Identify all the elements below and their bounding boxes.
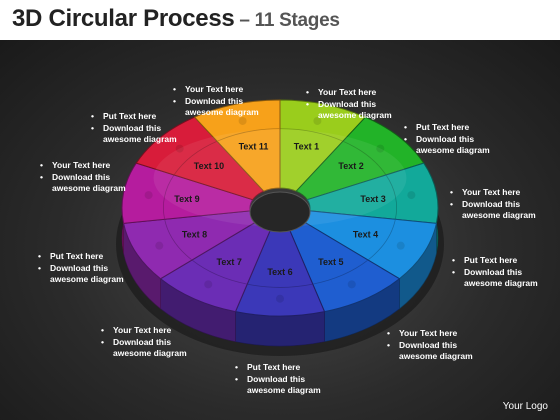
segment-label-4: Text 4 [353,230,378,240]
segment-label-9: Text 9 [174,194,199,204]
segment-divider-1 [279,128,344,142]
note-9-line3: awesome diagram [50,274,124,284]
segment-label-3: Text 3 [360,194,385,204]
note-2-line2: Download this [306,99,443,111]
puzzle-tab-1 [313,116,322,125]
note-6-line3: awesome diagram [399,351,473,361]
puzzle-tab-10 [175,144,184,153]
note-9: Put Text here Download this awesome diag… [38,251,175,286]
puzzle-tab-6 [276,294,284,303]
note-7-line2: Download this [235,374,372,386]
puzzle-tab-3 [407,191,416,200]
puzzle-tab-8 [155,241,164,250]
circular-process-diagram: Text 1 Text 2 Text 3 Text 4 Text 5 Text 6 Text… [116,99,444,356]
title-sub-text: 11 Stages [254,10,340,31]
note-7-line1: Put Text here [235,362,372,374]
header-bar: 3D Circular Process – 11 Stages [0,0,560,40]
segment-2 [295,116,425,201]
note-8: Your Text here Download this awesome dia… [101,325,238,360]
segment-divider-8 [164,219,193,261]
title-dash: – [234,10,255,31]
note-5-line1: Put Text here [452,255,560,267]
page-title: 3D Circular Process – 11 Stages [12,5,340,33]
segment-divider-7 [191,259,248,285]
diagram-stage: Text 1 Text 2 Text 3 Text 4 Text 5 Text 6 Text… [0,40,560,420]
note-1-line2: Download this [173,96,310,108]
segment-label-7: Text 7 [217,257,242,267]
note-10-line3: awesome diagram [52,183,126,193]
note-4-line3: awesome diagram [462,210,536,220]
puzzle-tab-11 [238,116,247,125]
note-6-line2: Download this [387,340,524,352]
note-2-line3: awesome diagram [318,110,392,120]
segment-side-6 [235,311,325,347]
segment-divider-5 [312,259,369,285]
note-4: Your Text here Download this awesome dia… [450,187,560,222]
center-hole [249,191,311,233]
note-3: Put Text here Download this awesome diag… [404,122,541,157]
note-5: Put Text here Download this awesome diag… [452,255,560,290]
title-subtitle: – 11 Stages [234,10,340,31]
note-10-line2: Download this [40,172,177,184]
note-2-line1: Your Text here [306,87,443,99]
puzzle-tab-4 [396,241,405,250]
segment-divider-6 [247,283,313,288]
title-main-text: 3D Circular Process [12,5,235,32]
note-4-line1: Your Text here [450,187,560,199]
puzzle-tab-5 [347,280,356,289]
note-9-line1: Put Text here [38,251,175,263]
segment-divider-11 [216,128,281,142]
note-11: Put Text here Download this awesome diag… [91,111,228,146]
note-9-line2: Download this [38,263,175,275]
note-8-line1: Your Text here [101,325,238,337]
note-5-line3: awesome diagram [464,278,538,288]
note-11-line2: Download this [91,123,228,135]
note-3-line1: Put Text here [404,122,541,134]
note-1-line1: Your Text here [173,84,310,96]
note-2: Your Text here Download this awesome dia… [306,87,443,122]
segment-label-1: Text 1 [294,142,319,152]
segment-label-10: Text 10 [194,161,224,171]
note-3-line2: Download this [404,134,541,146]
segment-divider-2 [342,140,387,176]
segment-label-8: Text 8 [182,230,207,240]
note-3-line3: awesome diagram [416,145,490,155]
note-7: Put Text here Download this awesome diag… [235,362,372,397]
note-6-line1: Your Text here [387,328,524,340]
note-7-line3: awesome diagram [247,385,321,395]
note-6: Your Text here Download this awesome dia… [387,328,524,363]
note-8-line3: awesome diagram [113,348,187,358]
note-8-line2: Download this [101,337,238,349]
segment-divider-3 [385,174,397,220]
puzzle-tab-9 [144,191,153,200]
segment-label-2: Text 2 [338,161,363,171]
ring-gloss [153,129,407,227]
note-11-line3: awesome diagram [103,134,177,144]
note-5-line2: Download this [452,267,560,279]
segment-label-11: Text 11 [239,142,269,152]
segment-divider-4 [367,219,396,261]
note-10-line1: Your Text here [40,160,177,172]
puzzle-tab-2 [376,144,385,153]
puzzle-tab-7 [204,280,213,289]
segment-label-6: Text 6 [267,267,292,277]
note-11-line1: Put Text here [91,111,228,123]
note-10: Your Text here Download this awesome dia… [40,160,177,195]
segment-label-5: Text 5 [318,257,343,267]
segment-3 [306,162,439,224]
logo-text: Your Logo [502,401,548,412]
note-4-line2: Download this [450,199,560,211]
